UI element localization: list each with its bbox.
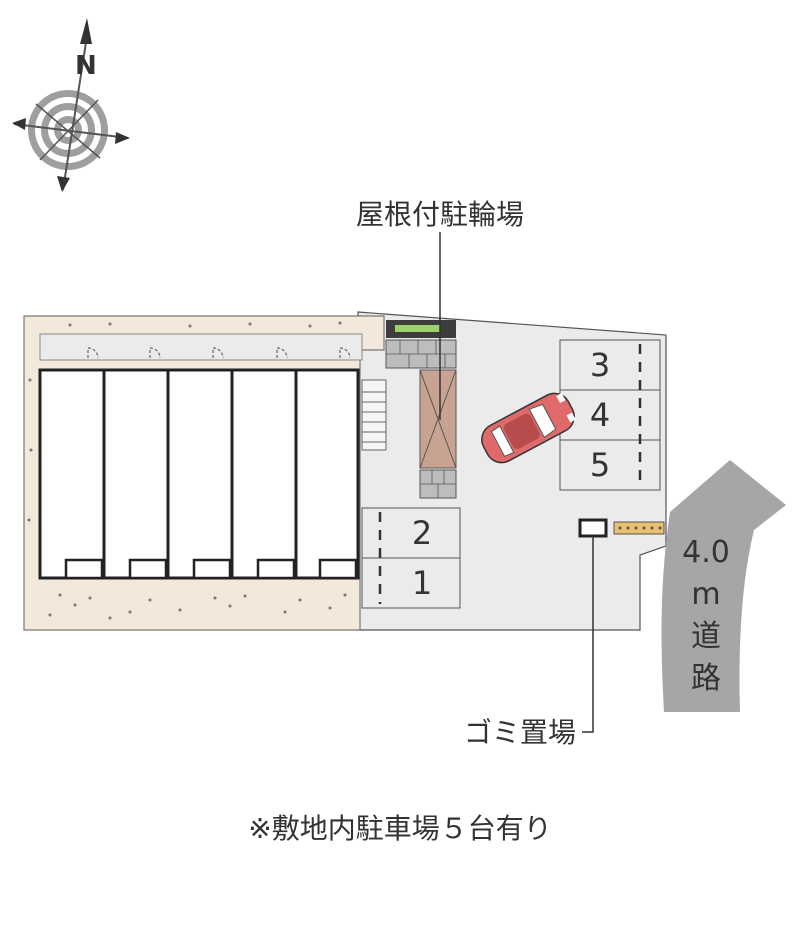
car-icon bbox=[481, 392, 576, 464]
shrub-icon bbox=[386, 320, 456, 338]
road-char-1: 道 bbox=[691, 619, 721, 654]
bike-shelter-cross bbox=[419, 369, 457, 469]
parking-space-3: 3 bbox=[590, 346, 610, 384]
parking-spaces-right bbox=[559, 339, 661, 491]
road-unit: m bbox=[691, 577, 720, 612]
parking-spaces-left bbox=[361, 507, 461, 609]
road-width: 4.0 bbox=[682, 535, 730, 570]
garbage-station-icon bbox=[578, 518, 665, 538]
parking-note: ※敷地内駐車場５台有り bbox=[248, 812, 551, 845]
parking-space-1: 1 bbox=[412, 564, 432, 602]
garbage-label: ゴミ置場 bbox=[464, 716, 576, 749]
brick-wall-icon bbox=[385, 339, 457, 499]
bike-parking-label: 屋根付駐輪場 bbox=[356, 198, 524, 231]
stair-icon bbox=[361, 379, 387, 451]
road-char-2: 路 bbox=[691, 661, 721, 696]
yard-dots bbox=[27, 321, 347, 620]
parking-space-5: 5 bbox=[590, 446, 610, 484]
garbage-leader bbox=[582, 536, 594, 733]
road bbox=[661, 460, 786, 712]
corridor bbox=[39, 333, 363, 361]
compass-icon bbox=[12, 18, 130, 192]
apartment-building bbox=[38, 368, 360, 580]
north-label: N bbox=[75, 51, 97, 81]
parking-space-2: 2 bbox=[412, 514, 432, 552]
parking-space-4: 4 bbox=[590, 396, 610, 434]
door-icon bbox=[87, 347, 351, 359]
